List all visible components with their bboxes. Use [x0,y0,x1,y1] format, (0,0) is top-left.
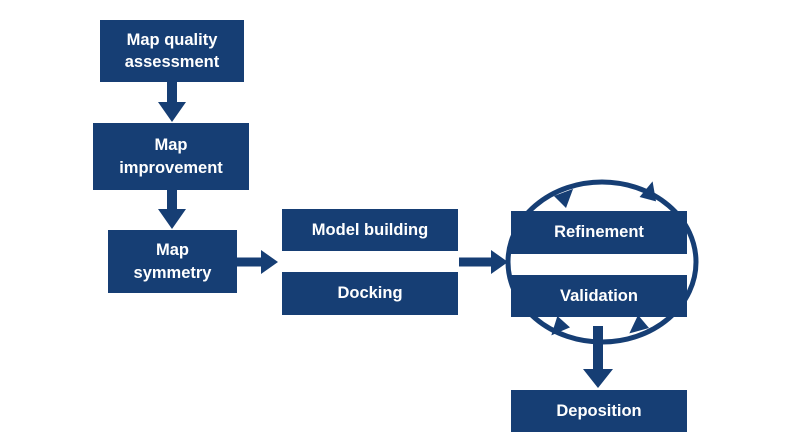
iteration-cycle-circle [505,179,699,345]
node-docking: Docking [282,272,458,315]
node-label: Map improvement [119,136,223,177]
node-label: Map symmetry [133,241,212,282]
node-validation: Validation [511,275,687,317]
arrow-down-improvement-to-symmetry [158,190,186,229]
node-map-symmetry: Map symmetry [108,230,237,293]
cycle-arrowhead-bottom-left-icon [551,315,571,336]
node-label: Model building [311,220,429,239]
node-label: Deposition [556,401,642,420]
node-label: Map quality assessment [124,30,220,71]
arrow-right-modelbuilding-to-refinement [459,250,508,274]
node-map-quality-assessment: Map quality assessment [100,20,244,82]
cycle-arrowhead-top-left-icon [553,188,574,209]
arrow-right-symmetry-to-modelbuilding [237,250,278,274]
arrow-down-quality-to-improvement [158,82,186,122]
arrow-down-cycle-to-deposition [583,326,613,388]
node-label: Validation [560,286,638,305]
node-deposition: Deposition [511,390,687,432]
cycle-arrowhead-bottom-right-icon [629,315,649,334]
node-refinement: Refinement [511,211,687,254]
node-model-building: Model building [282,209,458,251]
node-label: Refinement [554,223,644,242]
cycle-arrowhead-top-right-icon [639,181,657,202]
node-label: Docking [337,284,403,303]
node-map-improvement: Map improvement [93,123,249,190]
